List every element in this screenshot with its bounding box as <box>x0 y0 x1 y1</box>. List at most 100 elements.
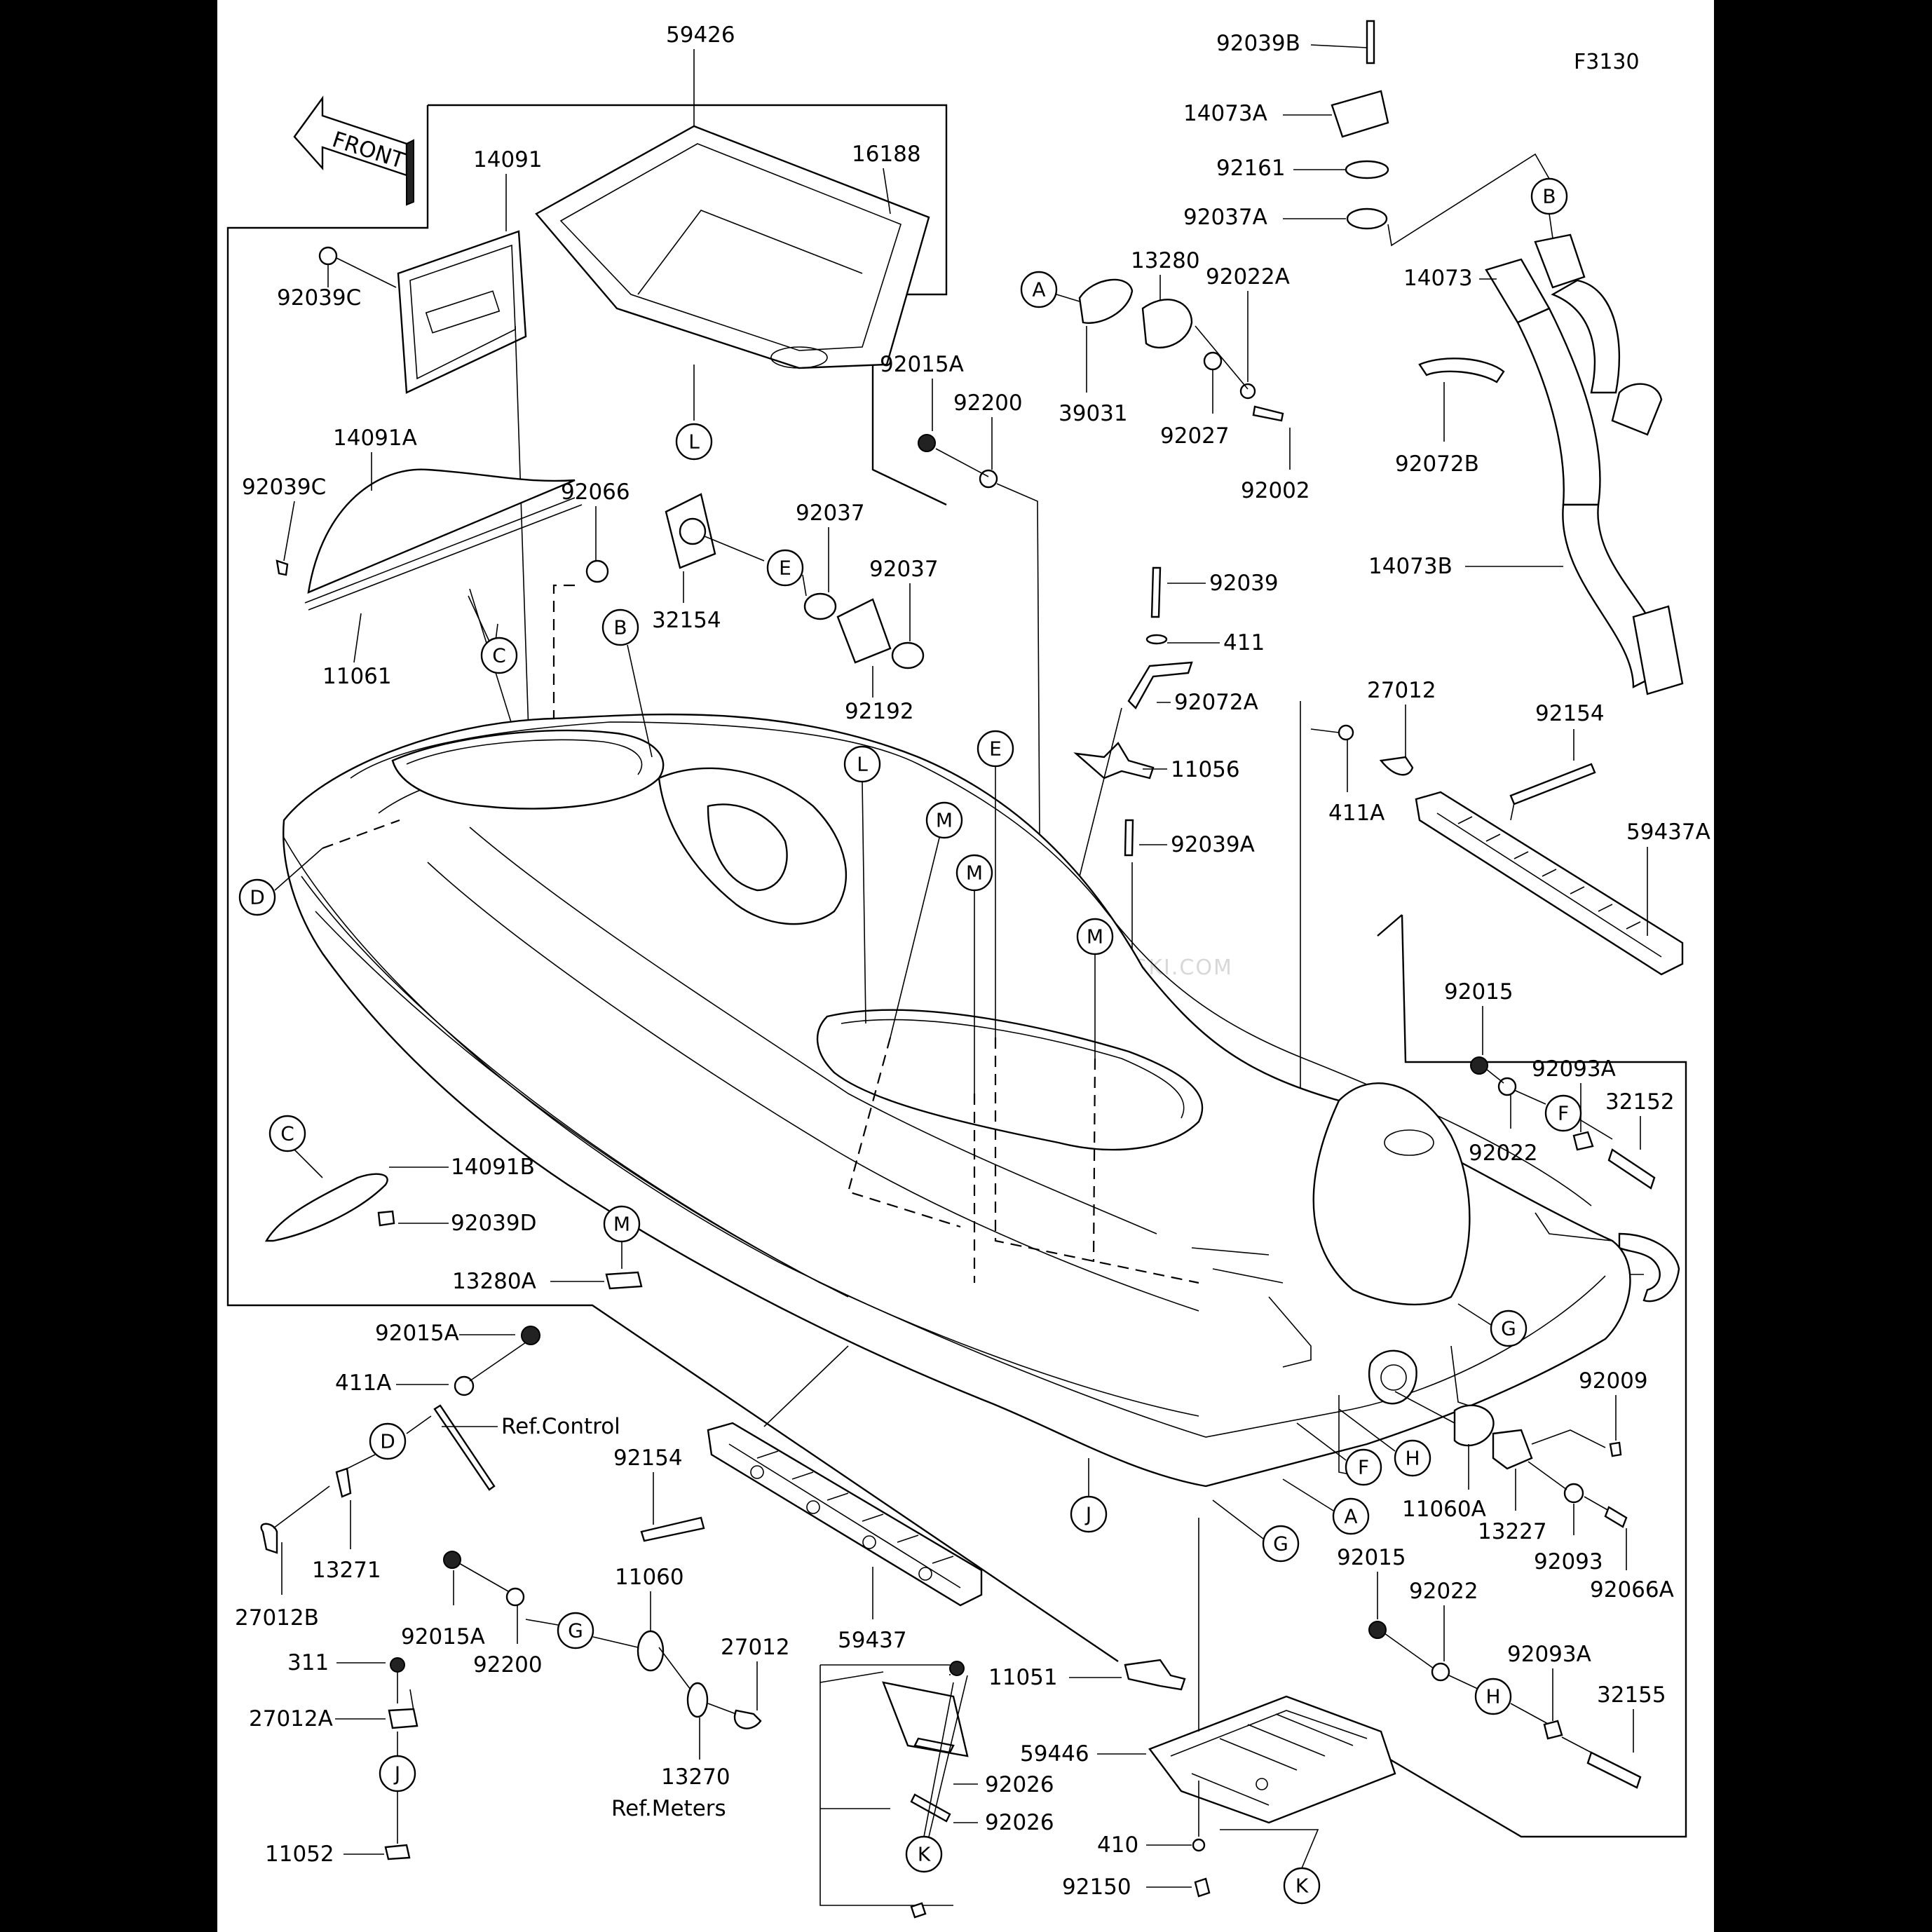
washer-92022-lower-icon <box>1431 1662 1450 1682</box>
bracket-meters <box>882 1681 969 1757</box>
screw-92009-icon <box>1609 1441 1622 1457</box>
hose-14073-upper <box>1551 279 1621 394</box>
svg-text:D: D <box>380 1430 395 1453</box>
washer-92200-icon <box>979 469 998 489</box>
band-92072B <box>1418 358 1505 383</box>
screw-92039c-icon <box>318 246 338 266</box>
label-92072A: 92072A <box>1174 690 1258 715</box>
label-92200-top: 92200 <box>953 390 1023 416</box>
svg-text:A: A <box>1344 1505 1357 1528</box>
hose-14073-mid <box>1516 307 1601 506</box>
label-59446: 59446 <box>1020 1741 1089 1767</box>
svg-text:F: F <box>1358 1456 1369 1479</box>
callout-G-bottom <box>1262 1525 1300 1563</box>
clip-27012-lower-icon <box>733 1709 762 1729</box>
label-92027: 92027 <box>1160 423 1230 449</box>
nut-92015a-icon <box>918 434 936 452</box>
label-39031: 39031 <box>1059 401 1128 426</box>
pad-13280A <box>605 1271 643 1290</box>
label-27012-lower: 27012 <box>721 1635 790 1660</box>
svg-text:M: M <box>1087 925 1103 948</box>
screw-92039d-icon <box>377 1210 395 1227</box>
svg-text:G: G <box>568 1619 583 1642</box>
washer-411-icon <box>1145 634 1168 645</box>
adapter-14073A <box>1331 90 1389 138</box>
label-92039D: 92039D <box>451 1211 537 1236</box>
callout-F-hull <box>1345 1448 1382 1486</box>
label-92026-a: 92026 <box>985 1772 1054 1797</box>
clip-27012A-icon <box>388 1708 419 1729</box>
callout-H-hull <box>1394 1439 1431 1477</box>
label-92039A: 92039A <box>1171 832 1255 857</box>
callout-M-hull-a <box>925 801 963 839</box>
nut-92015-lower-icon <box>1368 1621 1387 1639</box>
washer-411a-lower-icon <box>454 1375 475 1396</box>
label-92192: 92192 <box>845 699 914 724</box>
grate-59437A <box>1415 791 1684 976</box>
label-92037-b: 92037 <box>869 557 939 582</box>
svg-text:D: D <box>250 886 265 909</box>
clamp-92037a-icon <box>1346 208 1388 230</box>
label-92154-right: 92154 <box>1535 701 1605 726</box>
callout-A-hull <box>1332 1497 1370 1535</box>
label-11060: 11060 <box>615 1565 684 1590</box>
label-92015-lower: 92015 <box>1337 1545 1406 1570</box>
washer-92093a-lower-icon <box>1543 1720 1563 1740</box>
label-32152: 32152 <box>1605 1089 1675 1115</box>
cover-14091A <box>304 468 583 611</box>
label-92150: 92150 <box>1062 1875 1131 1900</box>
bolt-92154-lower-icon <box>640 1516 705 1542</box>
label-410: 410 <box>1097 1832 1138 1858</box>
label-11056: 11056 <box>1171 757 1240 782</box>
bracket-11051 <box>1124 1659 1186 1691</box>
cover-14091B <box>264 1173 388 1242</box>
svg-text:B: B <box>613 616 627 639</box>
bolt-92002-icon <box>1252 405 1284 422</box>
bolt-92039b-icon <box>1366 20 1375 64</box>
svg-text:C: C <box>280 1122 294 1145</box>
parts-diagram: JETSKI.COM PROMO-JETSKI.COM PROMO-JETSKI… <box>226 20 1710 1919</box>
label-411A-right: 411A <box>1328 801 1385 826</box>
bolt-92039a-icon <box>1124 819 1134 857</box>
svg-text:H: H <box>1405 1447 1420 1470</box>
bolt-92039-icon <box>1150 566 1162 618</box>
clip-27012-icon <box>1379 756 1414 776</box>
label-92015A-top: 92015A <box>880 352 964 377</box>
intake-grate-59446 <box>1148 1695 1396 1824</box>
label-14073B: 14073B <box>1368 554 1453 579</box>
callout-D-hull <box>238 878 276 916</box>
label-92093: 92093 <box>1534 1549 1603 1574</box>
callout-L-tray <box>675 423 713 461</box>
label-13280A: 13280A <box>452 1269 536 1294</box>
nut-92015-icon <box>1470 1056 1488 1075</box>
label-14091A: 14091A <box>333 426 417 451</box>
label-14073: 14073 <box>1403 266 1473 291</box>
washer-92093a-icon <box>1572 1131 1594 1151</box>
grommet-11060A <box>1453 1404 1495 1447</box>
front-arrow-icon: FRONT <box>293 95 414 206</box>
band-92072 <box>1618 1232 1680 1302</box>
svg-text:J: J <box>1084 1503 1091 1526</box>
washer-92200-lower-icon <box>505 1587 525 1607</box>
label-92039B: 92039B <box>1216 31 1300 56</box>
svg-text:F: F <box>1558 1102 1569 1125</box>
label-311: 311 <box>287 1650 329 1675</box>
nut-92015a-lower-icon <box>521 1326 540 1345</box>
svg-text:K: K <box>1295 1875 1309 1898</box>
label-14091: 14091 <box>473 147 543 172</box>
label-92037A: 92037A <box>1183 205 1267 230</box>
bolt-92150-icon <box>1194 1877 1211 1898</box>
label-11060A: 11060A <box>1402 1497 1486 1522</box>
label-92015A-bottom: 92015A <box>401 1624 485 1649</box>
label-92026-b: 92026 <box>985 1810 1054 1835</box>
bracket-11052 <box>384 1844 411 1860</box>
label-14073A: 14073A <box>1183 101 1267 126</box>
callout-C-lower <box>268 1115 306 1152</box>
fitting-32154 <box>665 493 716 569</box>
nut-92015a-bottom-icon <box>443 1551 461 1569</box>
svg-text:M: M <box>613 1213 630 1236</box>
svg-text:J: J <box>393 1762 400 1785</box>
pin-13271 <box>335 1467 352 1498</box>
label-13271: 13271 <box>312 1558 381 1583</box>
label-92200-lower: 92200 <box>473 1652 543 1678</box>
